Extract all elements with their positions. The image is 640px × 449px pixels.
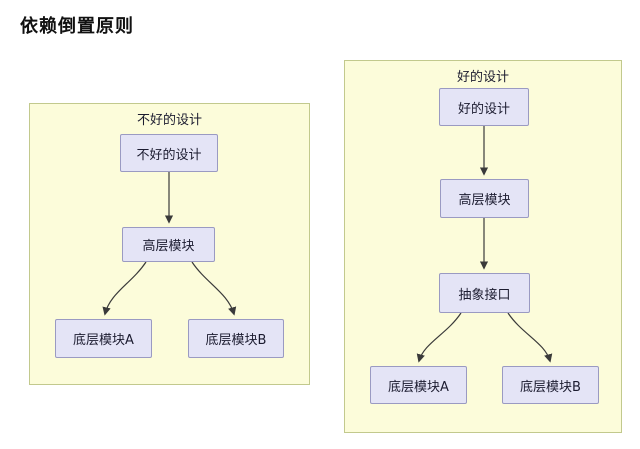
good-design-group-title: 好的设计 [456, 70, 509, 85]
node-good-high-level-module: 高层模块 [440, 179, 529, 218]
node-good-root: 好的设计 [439, 88, 529, 126]
node-bad-root: 不好的设计 [120, 134, 218, 172]
node-good-abstract-interface: 抽象接口 [439, 273, 530, 313]
bad-design-group-title: 不好的设计 [136, 113, 202, 128]
node-bad-low-level-module-a: 底层模块A [55, 319, 152, 358]
page-title: 依赖倒置原则 [20, 16, 134, 37]
node-bad-low-level-module-b: 底层模块B [188, 319, 284, 358]
node-good-low-level-module-b: 底层模块B [502, 366, 599, 404]
node-bad-high-level-module: 高层模块 [122, 227, 215, 262]
node-good-low-level-module-a: 底层模块A [370, 366, 467, 404]
